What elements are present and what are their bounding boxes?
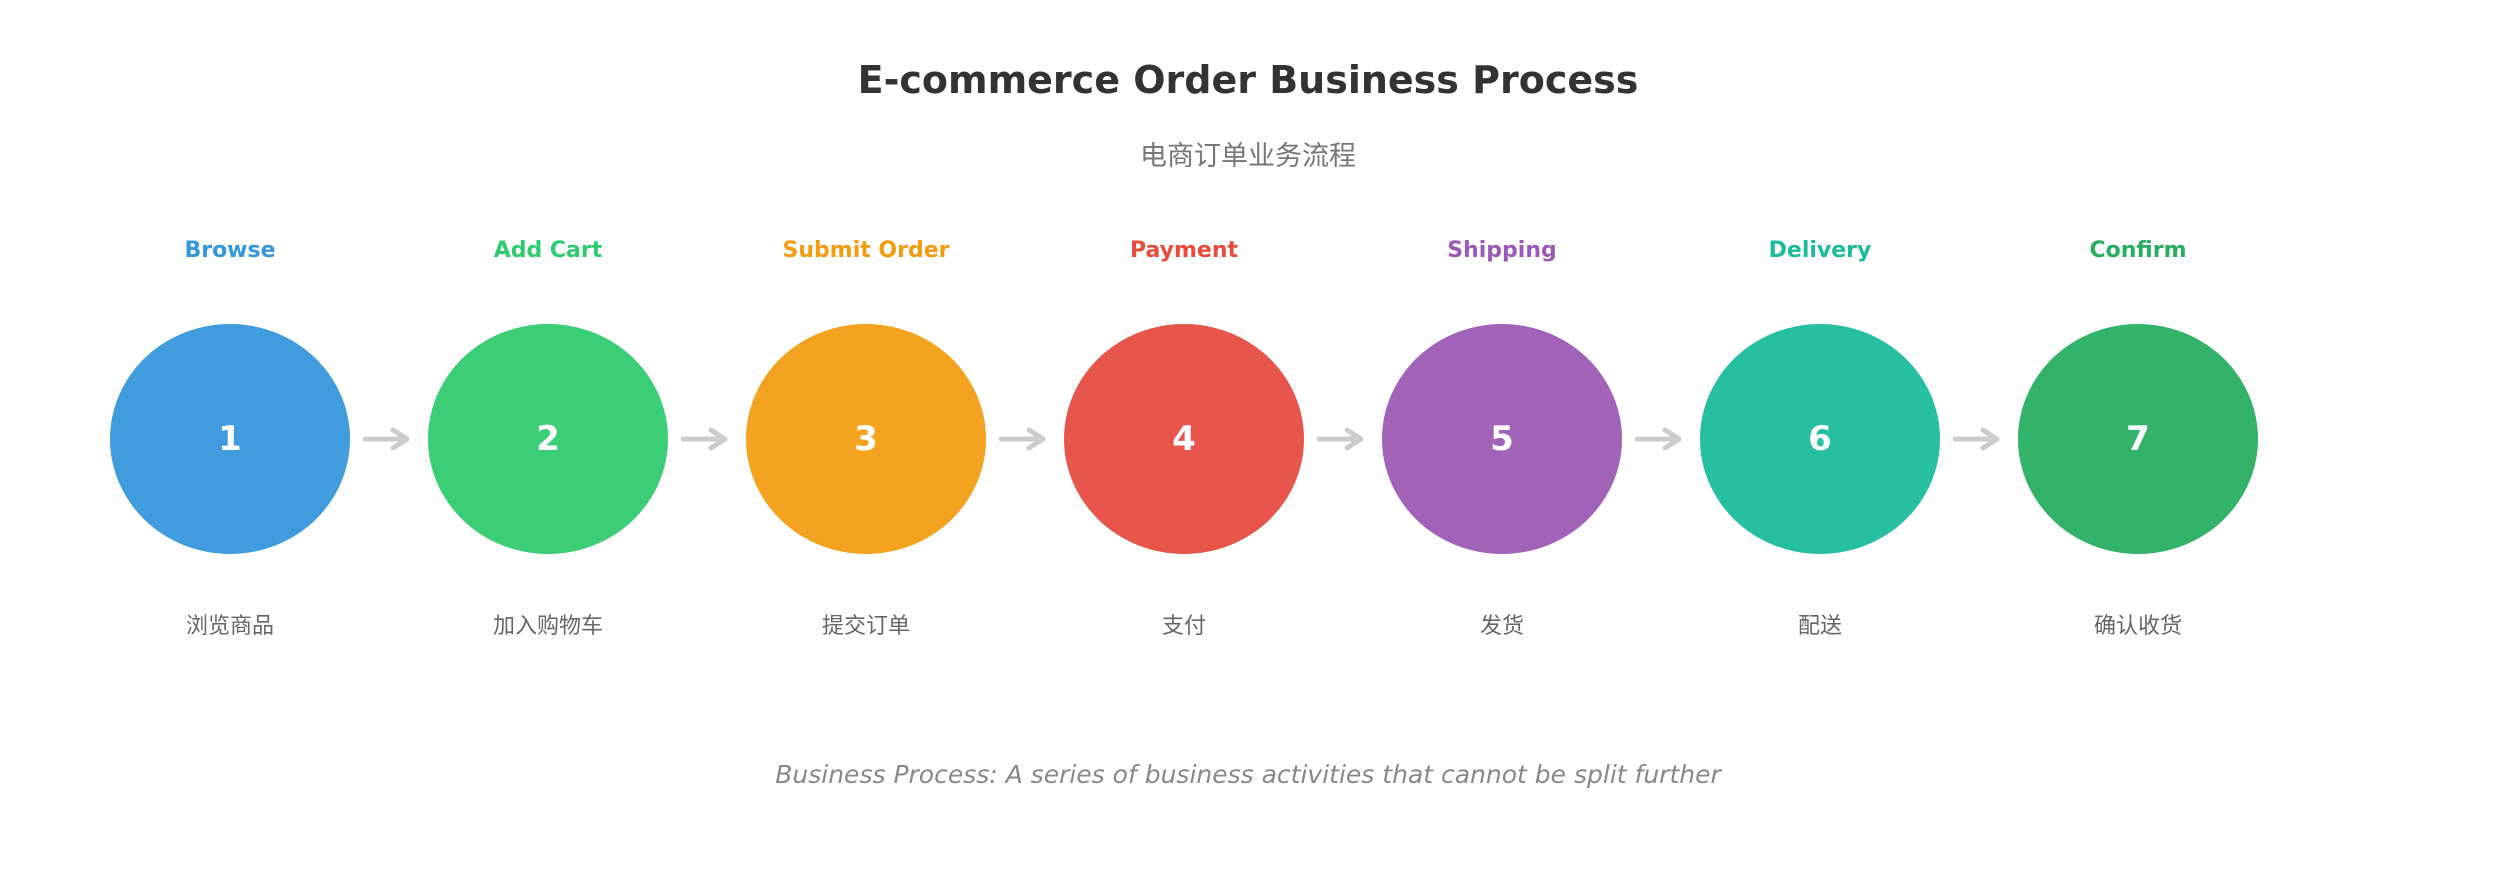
- step-label: Confirm: [2089, 238, 2187, 263]
- step-number: 2: [536, 419, 560, 459]
- step-circle: 7: [2018, 324, 2258, 554]
- arrow-right-icon: [999, 427, 1046, 451]
- step-label-cn: 配送: [1797, 614, 1842, 639]
- step-label-cn: 发货: [1479, 614, 1524, 639]
- step-number: 6: [1808, 419, 1832, 459]
- arrow-right-icon: [681, 427, 728, 451]
- step-label: Delivery: [1768, 238, 1872, 263]
- step-label: Shipping: [1447, 238, 1557, 263]
- arrow-right-icon: [1317, 427, 1364, 451]
- step-circle: 1: [110, 324, 350, 554]
- process-step-7: Confirm 7 确认收货: [1978, 0, 2298, 876]
- step-circle: 2: [428, 324, 668, 554]
- process-step-3: Submit Order 3 提交订单: [706, 0, 1026, 876]
- step-label: Payment: [1129, 238, 1239, 263]
- step-label-cn: 确认收货: [2093, 614, 2182, 639]
- arrow-right-icon: [1635, 427, 1682, 451]
- step-number: 5: [1490, 419, 1514, 459]
- step-label-cn: 浏览商品: [185, 614, 274, 639]
- process-step-1: Browse 1 浏览商品: [70, 0, 390, 876]
- diagram-subtitle: 电商订单业务流程: [1140, 141, 1356, 172]
- step-label: Submit Order: [782, 238, 950, 263]
- step-circle: 5: [1382, 324, 1622, 554]
- step-label-cn: 支付: [1161, 614, 1206, 639]
- step-circle: 4: [1064, 324, 1304, 554]
- process-step-4: Payment 4 支付: [1024, 0, 1344, 876]
- arrow-right-icon: [1953, 427, 2000, 451]
- step-number: 3: [854, 419, 878, 459]
- step-label: Browse: [184, 238, 276, 263]
- step-circle: 6: [1700, 324, 1940, 554]
- step-label-cn: 加入购物车: [492, 614, 603, 639]
- process-step-5: Shipping 5 发货: [1342, 0, 1662, 876]
- step-number: 7: [2126, 419, 2150, 459]
- step-circle: 3: [746, 324, 986, 554]
- step-label-cn: 提交订单: [821, 614, 910, 639]
- arrow-right-icon: [363, 427, 410, 451]
- step-number: 4: [1172, 419, 1196, 459]
- step-number: 1: [218, 419, 242, 459]
- diagram-title: E-commerce Order Business Process: [857, 58, 1639, 102]
- process-step-6: Delivery 6 配送: [1660, 0, 1980, 876]
- process-step-2: Add Cart 2 加入购物车: [388, 0, 708, 876]
- step-label: Add Cart: [493, 238, 603, 263]
- footer-note: Business Process: A series of business a…: [775, 760, 1721, 789]
